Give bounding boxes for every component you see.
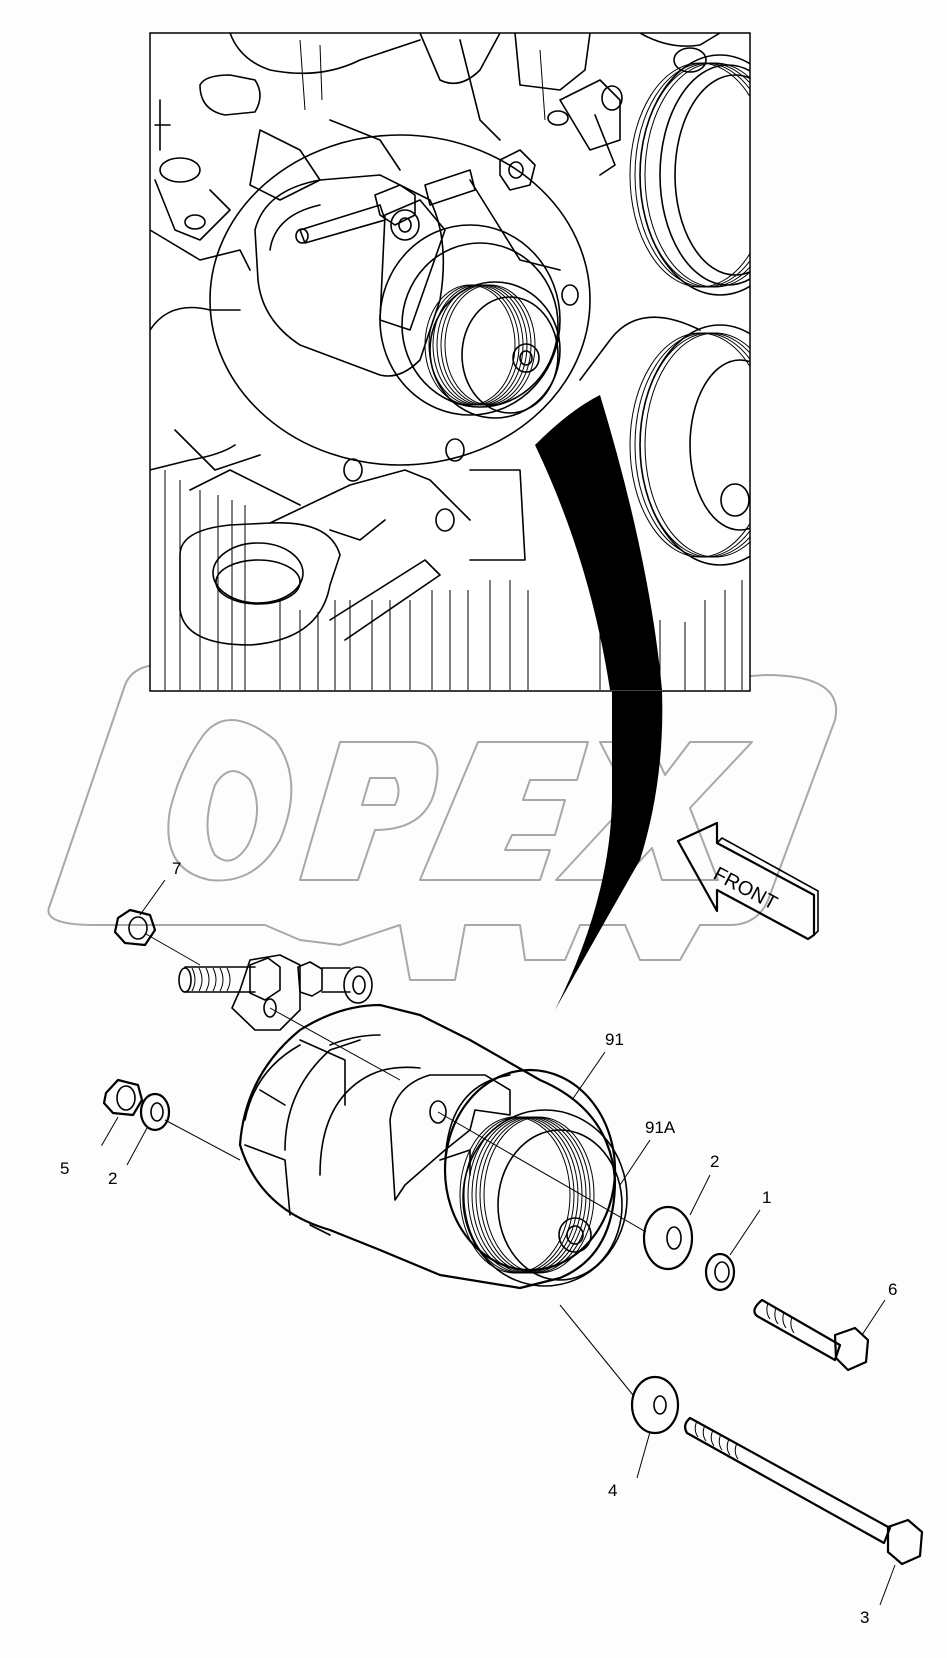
callout-5: 5 [60,1116,119,1178]
watermark-letter-o-inner [206,770,259,862]
callout-1: 1 [729,1188,771,1256]
installed-alternator [254,149,579,462]
callout-91: 91 [571,1030,624,1101]
svg-text:2: 2 [108,1169,117,1188]
watermark-letter-p [299,741,439,881]
callout-2-right: 2 [689,1152,719,1216]
watermark-letter-o [167,719,293,882]
watermark-letter-e [419,741,589,881]
callout-91a: 91A [619,1118,676,1186]
nut-7 [113,908,157,947]
svg-text:91A: 91A [645,1118,676,1137]
crank-pulleys [579,54,750,566]
bolt-6 [753,1298,870,1372]
svg-text:2: 2 [710,1152,719,1171]
adjuster-rod-assembly [178,954,373,1031]
mount-bracket [179,458,526,646]
washer-2-right [642,1205,694,1271]
svg-text:6: 6 [888,1280,897,1299]
callout-6: 6 [861,1280,897,1336]
watermark-letter-x [555,741,753,881]
callout-7: 7 [139,859,181,916]
engine-top-components [154,33,721,241]
pointer-arrow-upper [535,395,662,690]
svg-text:3: 3 [860,1608,869,1627]
callout-2-left: 2 [108,1127,148,1188]
alternator-91 [238,1003,628,1290]
washer-2-left [139,1092,171,1132]
svg-text:91: 91 [605,1030,624,1049]
watermark-letter-p-inner [361,777,400,806]
bolt-3 [683,1416,924,1566]
svg-text:5: 5 [60,1159,69,1178]
engine-inset [149,32,751,692]
spacer-4 [630,1375,680,1435]
callout-3: 3 [860,1564,896,1627]
svg-text:7: 7 [172,859,181,878]
svg-text:4: 4 [608,1481,617,1500]
callouts: 7 5 2 91 91A 2 1 6 [60,859,897,1627]
pointer-arrow-lower [555,691,663,1010]
alternator-highlight-circle [209,134,591,466]
svg-text:1: 1 [762,1188,771,1207]
assembly-lines [145,933,647,1396]
inset-frame [149,32,751,692]
callout-4: 4 [608,1431,651,1500]
pulley-nut [558,1217,592,1253]
lock-washer-1 [704,1252,736,1292]
nut-5 [102,1078,144,1117]
